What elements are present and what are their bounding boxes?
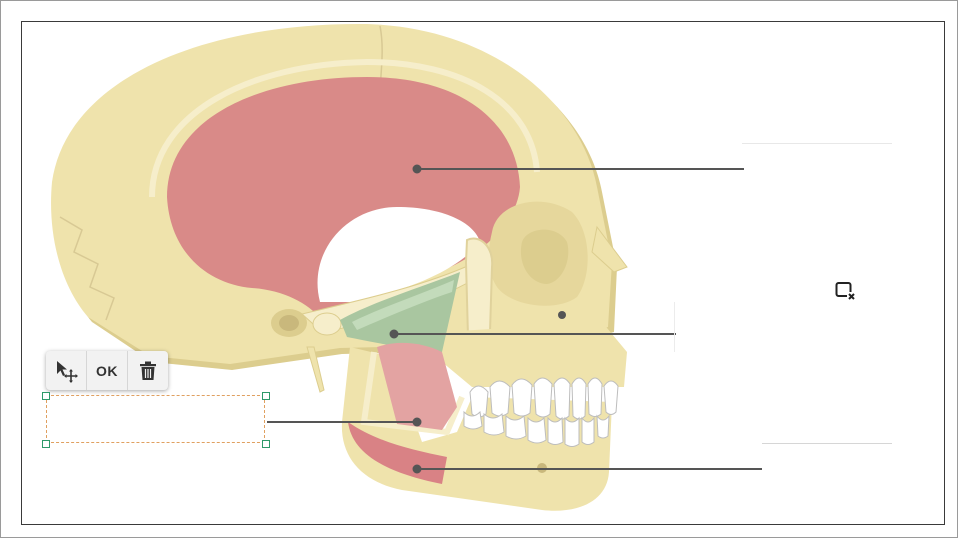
label-edit-toolbar: OK (46, 351, 168, 390)
nasal-bone (591, 225, 628, 273)
label-box-lateral-pterygoid[interactable] (676, 304, 894, 354)
resize-handle-top-left[interactable] (42, 392, 50, 400)
skull-illustration (51, 23, 762, 511)
delete-button[interactable] (128, 351, 168, 390)
leader-dot-masseter (412, 464, 422, 474)
styloid-process (306, 346, 325, 393)
ok-button[interactable]: OK (87, 351, 128, 390)
infratemporal-window (317, 207, 480, 302)
lambdoid-suture (59, 216, 115, 321)
medial-pterygoid-muscle (377, 342, 457, 430)
label-box-top-rule (742, 143, 892, 144)
clear-selection-icon[interactable] (835, 281, 857, 301)
label-box-left-rule (674, 302, 675, 352)
leader-dot-lateral-pterygoid (389, 329, 399, 339)
label-box-cluster (744, 185, 894, 325)
condyle (312, 312, 342, 336)
label-text-input[interactable] (51, 400, 264, 440)
acoustic-meatus-opening (279, 315, 299, 331)
leader-dot-medial-pterygoid (412, 417, 422, 427)
maxilla (442, 322, 627, 387)
leader-dot-temporalis (412, 164, 422, 174)
orbit-inner (520, 229, 569, 284)
move-button[interactable] (46, 351, 87, 390)
trash-icon (140, 361, 156, 380)
temporal-line (149, 58, 540, 198)
label-box-temporalis[interactable] (744, 145, 894, 190)
infraorbital-foramen (558, 311, 566, 319)
move-cursor-icon (57, 360, 78, 383)
leader-lines (267, 164, 762, 474)
label-box-bottom-rule (762, 443, 892, 444)
diagram-canvas (21, 21, 945, 525)
label-edit-box[interactable] (46, 395, 265, 443)
lower-teeth (463, 410, 610, 447)
resize-handle-top-right[interactable] (262, 392, 270, 400)
resize-handle-bottom-left[interactable] (42, 440, 50, 448)
mandible-ramus-outline (360, 351, 465, 436)
label-box-masseter[interactable] (764, 352, 894, 445)
upper-teeth (469, 377, 619, 420)
resize-handle-bottom-right[interactable] (262, 440, 270, 448)
lateral-pterygoid-highlight (352, 280, 454, 330)
